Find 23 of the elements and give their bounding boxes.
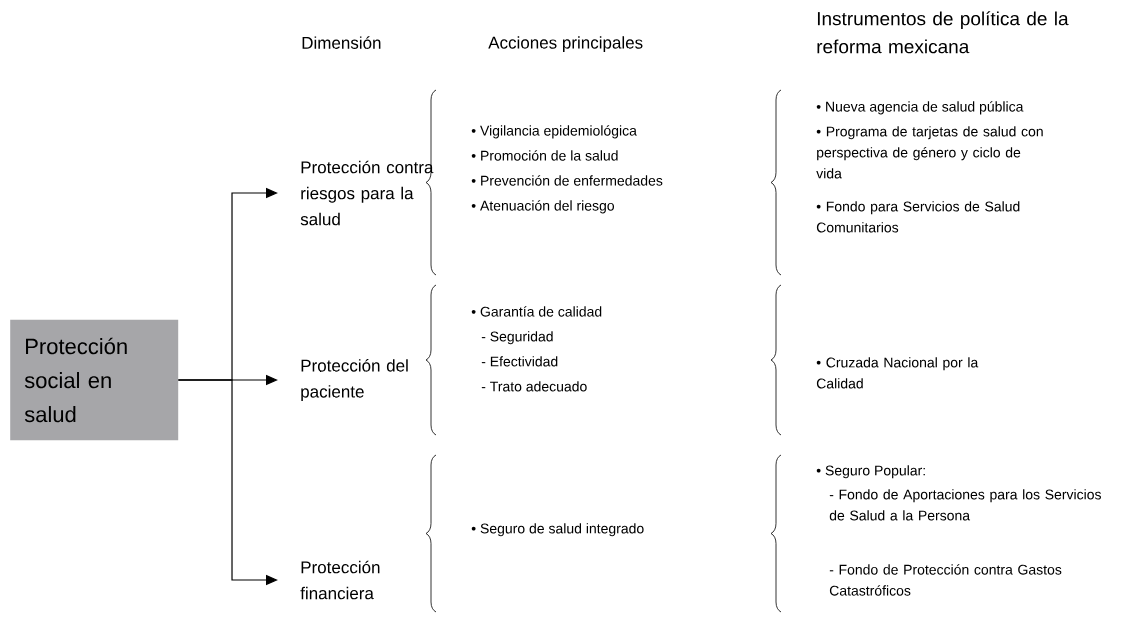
list-item: - Efectividad xyxy=(481,356,558,367)
list-item: • Promoción de la salud xyxy=(471,150,618,161)
list-item: • Fondo para Servicios de Salud Comunitarios xyxy=(816,201,1020,233)
column-heading: Instrumentos de política de la reforma mexicana xyxy=(817,11,1069,54)
dimension-text: Protección contra riesgos para la salud xyxy=(300,160,434,226)
list-item: • Cruzada Nacional por la Calidad xyxy=(816,357,979,389)
list-item: • Seguro de salud integrado xyxy=(471,523,644,537)
main-box: Protección social en salud xyxy=(10,319,179,441)
list-item: • Prevención de enfermedades xyxy=(471,175,663,186)
dimension-text: Protección del paciente xyxy=(301,358,408,401)
list-item: • Vigilancia epidemiológica xyxy=(471,125,637,139)
list-item: • Programa de tarjetas de salud con perspectiva de género y ciclo de vida xyxy=(816,126,1043,179)
list-item: • Garantía de calidad xyxy=(471,306,602,317)
column-heading: Dimensión xyxy=(302,36,381,49)
list-item: • Seguro Popular: xyxy=(816,465,925,479)
list-item: • Atenuación del riesgo xyxy=(471,200,614,214)
dimension-text: Protección financiera xyxy=(300,560,380,600)
column-heading: Acciones principales xyxy=(488,36,643,53)
list-item: - Fondo de Aportaciones para los Servicios de Salud a la Persona xyxy=(829,489,1101,521)
list-item: • Nueva agencia de salud pública xyxy=(816,101,1024,115)
list-item: - Trato adecuado xyxy=(481,381,587,392)
list-item: - Seguridad xyxy=(481,331,553,345)
list-item: - Fondo de Protección contra Gastos Catastróficos xyxy=(829,564,1062,596)
